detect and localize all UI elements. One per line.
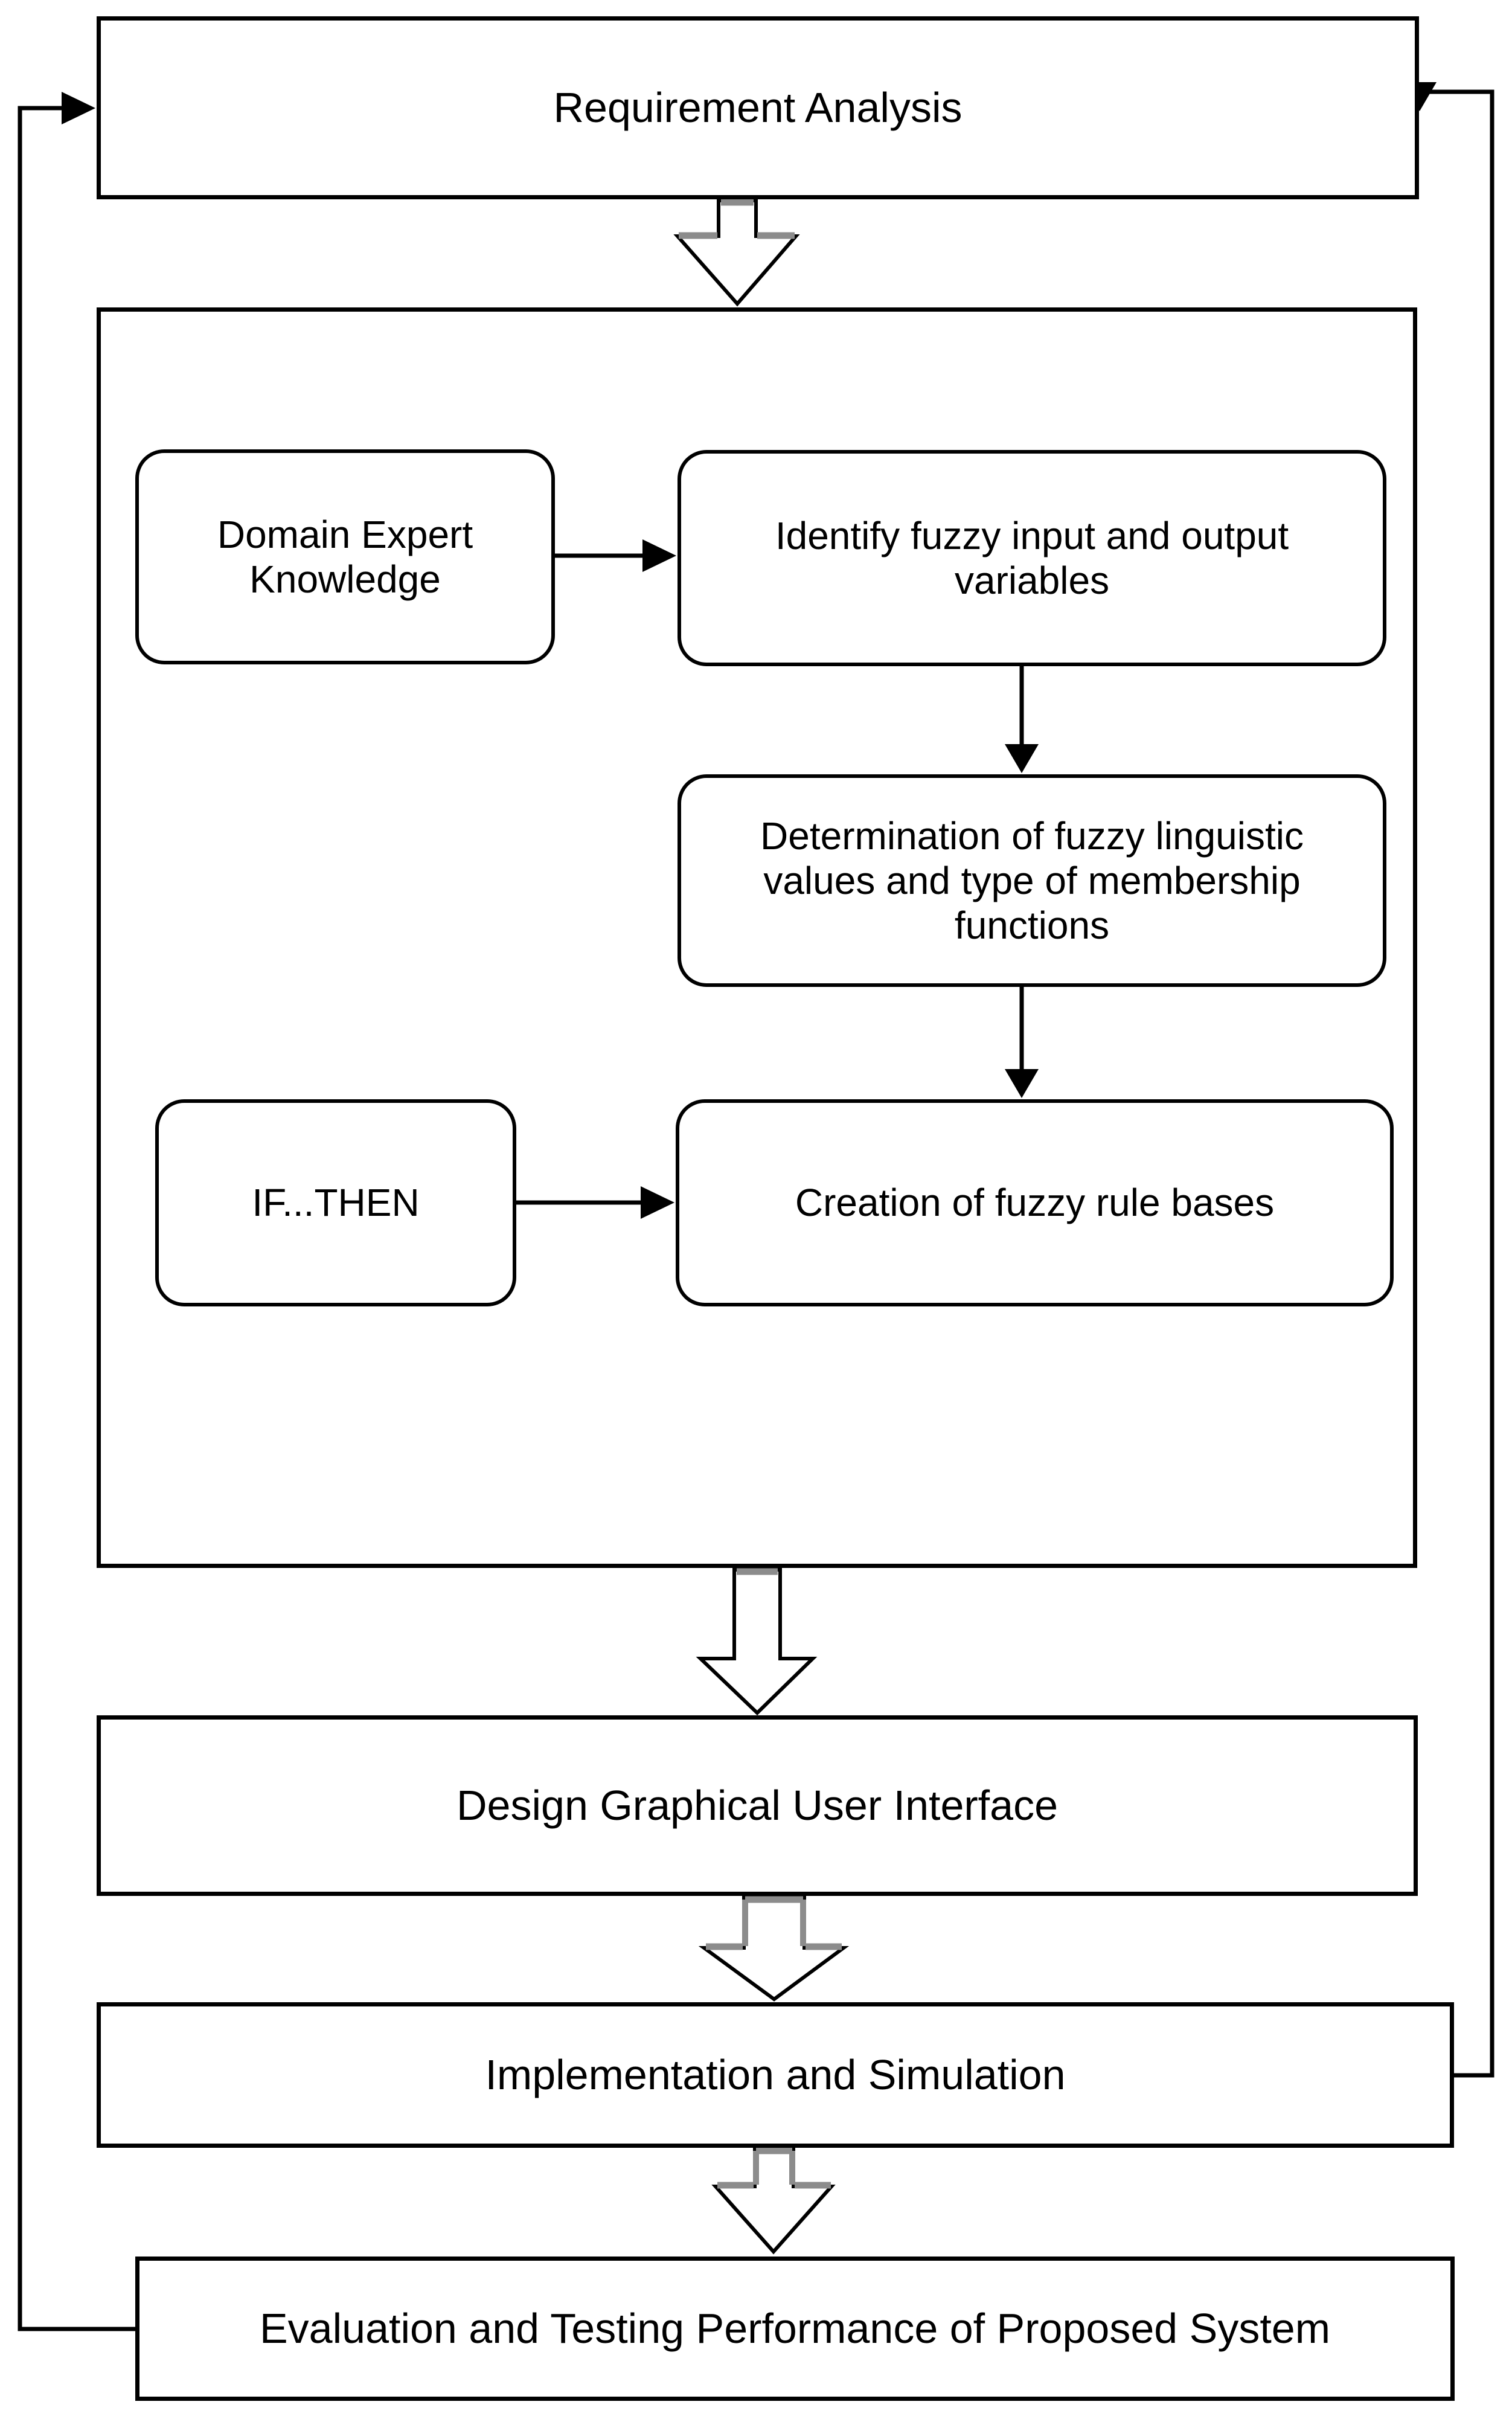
implementation-simulation-label: Implementation and Simulation <box>485 2051 1066 2098</box>
if-then-node: IF...THEN <box>155 1099 516 1306</box>
implementation-simulation-node: Implementation and Simulation <box>97 2002 1454 2148</box>
evaluation-testing-node: Evaluation and Testing Performance of Pr… <box>135 2257 1455 2401</box>
arrowhead-identify <box>642 539 676 572</box>
fuzzy-design-container-node <box>97 307 1417 1568</box>
determination-membership-label: Determination of fuzzy linguistic values… <box>760 814 1304 948</box>
block-arrow-implementation-to-evaluation <box>711 2147 836 2255</box>
if-then-label: IF...THEN <box>252 1181 420 1225</box>
arrowhead-into-requirement-left <box>62 92 95 124</box>
evaluation-testing-label: Evaluation and Testing Performance of Pr… <box>259 2304 1331 2352</box>
block-arrow-container-to-design <box>696 1568 818 1716</box>
creation-rule-bases-label: Creation of fuzzy rule bases <box>795 1181 1275 1225</box>
feedback-line-evaluation-to-requirement <box>18 106 135 2331</box>
arrowhead-creation-top <box>1005 1069 1039 1098</box>
creation-rule-bases-node: Creation of fuzzy rule bases <box>676 1099 1394 1306</box>
design-gui-label: Design Graphical User Interface <box>456 1781 1058 1829</box>
arrowhead-creation-left <box>641 1186 674 1219</box>
identify-variables-label: Identify fuzzy input and output variable… <box>775 513 1289 602</box>
identify-variables-node: Identify fuzzy input and output variable… <box>678 450 1386 666</box>
requirement-analysis-node: Requirement Analysis <box>97 16 1419 199</box>
feedback-line-implementation-to-requirement <box>1420 89 1494 2078</box>
design-gui-node: Design Graphical User Interface <box>97 1715 1418 1896</box>
domain-expert-knowledge-label: Domain Expert Knowledge <box>217 512 473 601</box>
requirement-analysis-label: Requirement Analysis <box>553 83 963 131</box>
domain-expert-knowledge-node: Domain Expert Knowledge <box>135 449 555 664</box>
block-arrow-requirement-to-container <box>673 199 800 307</box>
arrowhead-determination <box>1005 744 1039 773</box>
determination-membership-node: Determination of fuzzy linguistic values… <box>678 774 1386 987</box>
